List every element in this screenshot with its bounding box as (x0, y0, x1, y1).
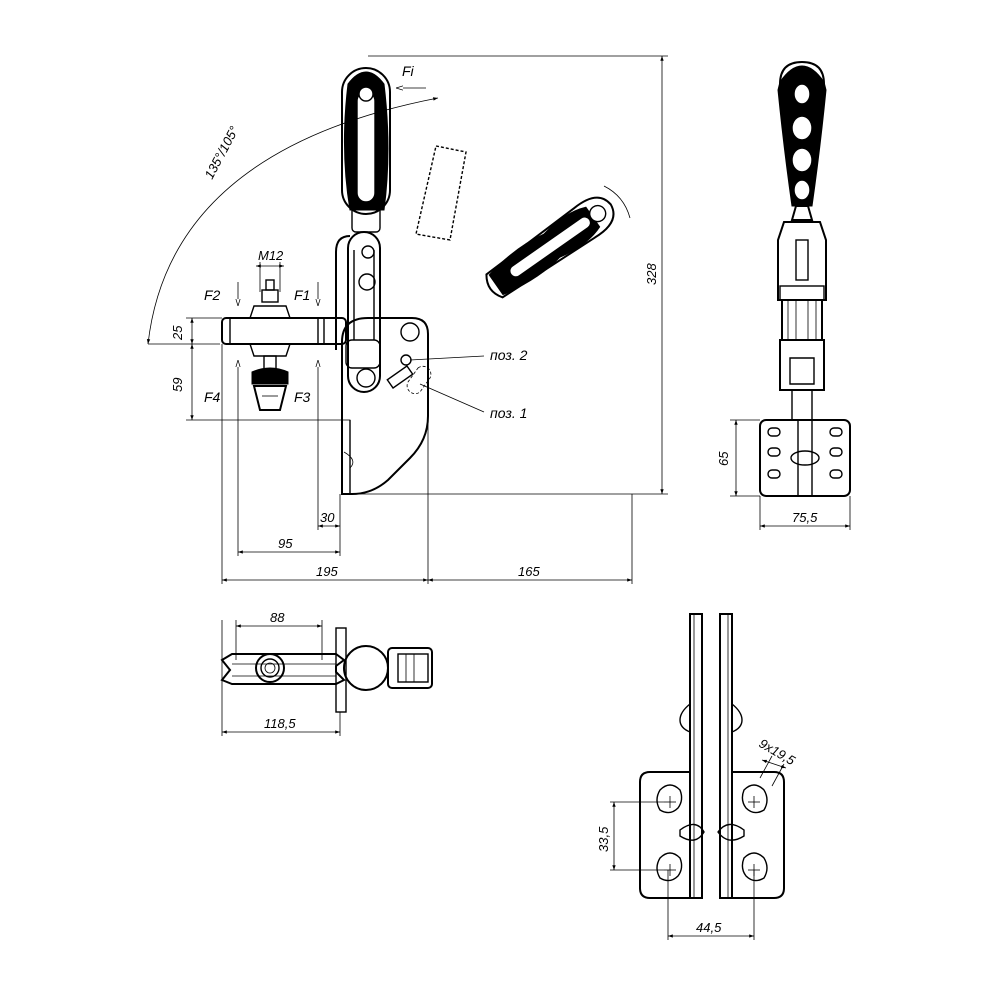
handle-open (485, 196, 615, 299)
front-dimensions (146, 55, 668, 584)
label-angle: 135°/105° (201, 124, 241, 182)
label-44-5: 44,5 (696, 920, 722, 935)
upright-left (689, 613, 703, 899)
label-88: 88 (270, 610, 285, 625)
side-view (730, 60, 851, 530)
top-view (220, 620, 433, 736)
label-328: 328 (644, 263, 659, 285)
plate-left (639, 771, 691, 899)
label-30: 30 (320, 510, 335, 525)
label-f3: F3 (294, 389, 311, 405)
label-65: 65 (716, 451, 731, 466)
base-plate-view (610, 613, 787, 940)
top-arm (220, 653, 346, 685)
label-25: 25 (170, 325, 185, 341)
label-pos1: поз. 1 (490, 405, 527, 421)
label-fi: Fi (402, 63, 415, 79)
clamping-arm (221, 317, 347, 345)
handle-alt-position (415, 145, 467, 241)
label-pos2: поз. 2 (490, 347, 528, 363)
label-33-5: 33,5 (596, 826, 611, 852)
label-195: 195 (316, 564, 338, 579)
label-f2: F2 (204, 287, 221, 303)
plate-right (731, 771, 785, 899)
base-bracket (341, 317, 429, 495)
front-view (221, 67, 631, 495)
mounting-holes (656, 784, 768, 882)
upright-right (719, 613, 733, 899)
spindle-foot (251, 367, 289, 385)
label-59: 59 (170, 378, 185, 392)
label-95: 95 (278, 536, 293, 551)
side-base-plate (759, 419, 851, 497)
label-f1: F1 (294, 287, 310, 303)
label-holes: 9x19,5 (757, 736, 799, 769)
label-thread: M12 (258, 248, 284, 263)
label-165: 165 (518, 564, 540, 579)
label-118-5: 118,5 (264, 716, 296, 731)
label-f4: F4 (204, 389, 221, 405)
label-75-5: 75,5 (792, 510, 818, 525)
